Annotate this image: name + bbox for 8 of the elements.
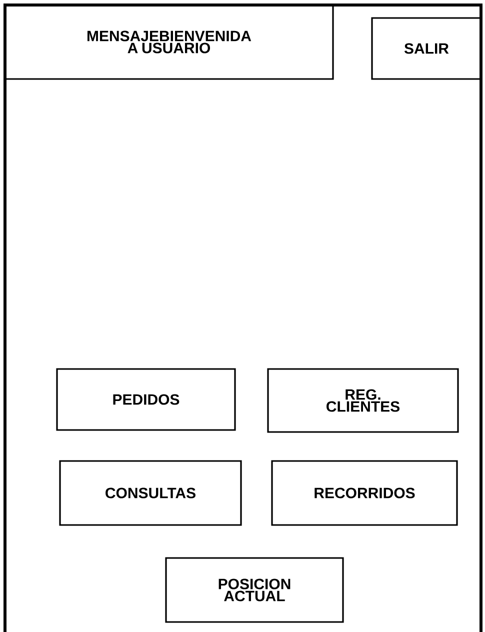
exit-button: SALIR: [371, 17, 482, 80]
message-box: MENSAJEBIENVENIDA A USUARIO: [4, 4, 334, 80]
menu-button: RECORRIDOS: [271, 460, 458, 526]
menu-button: CONSULTAS: [59, 460, 242, 526]
menu-button: PEDIDOS: [56, 368, 236, 431]
screen-frame: [4, 4, 482, 632]
menu-button: REG. CLIENTES: [267, 368, 459, 433]
menu-button: POSICION ACTUAL: [165, 557, 344, 623]
